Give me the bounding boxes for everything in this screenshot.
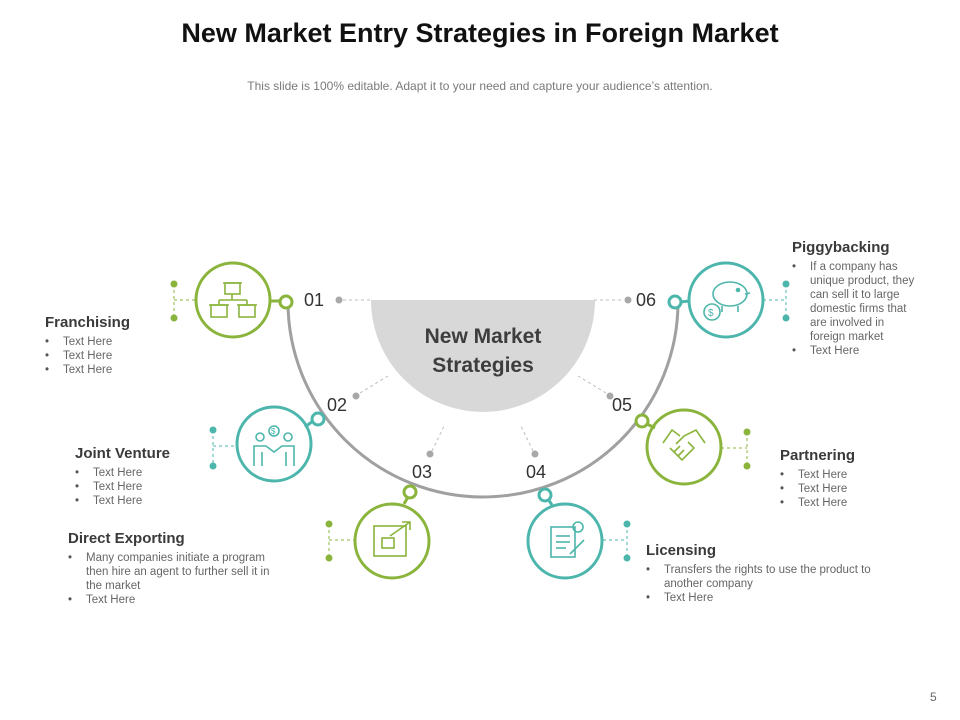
storefront-icon: [209, 282, 257, 318]
bullet-item: Transfers the rights to use the product …: [646, 563, 886, 591]
node-licensing: [526, 487, 631, 580]
number-05: 05: [612, 395, 633, 415]
piggy-bank-icon: $: [703, 281, 751, 321]
bullet-item: Text Here: [75, 466, 225, 480]
block-partnering: Partnering Text Here Text Here Text Here: [780, 447, 930, 510]
block-title: Joint Venture: [75, 445, 171, 462]
number-01: 01: [304, 290, 325, 310]
bullet-item: Text Here: [780, 468, 930, 482]
block-title: Franchising: [45, 314, 131, 331]
bullet-item: Text Here: [646, 591, 886, 605]
block-title: Direct Exporting: [68, 530, 185, 547]
license-document-icon: [550, 521, 585, 558]
bullet-item: If a company has unique product, they ca…: [792, 260, 922, 344]
block-franchising: Franchising Text Here Text Here Text Her…: [45, 314, 195, 377]
page-number: 5: [930, 690, 937, 704]
center-half-circle: [371, 300, 595, 412]
slide-title: New Market Entry Strategies in Foreign M…: [181, 18, 779, 48]
number-04: 04: [526, 462, 547, 482]
number-03: 03: [412, 462, 433, 482]
bullet-item: Text Here: [792, 344, 922, 358]
node-franchising: [170, 261, 294, 339]
block-piggybacking: Piggybacking If a company has unique pro…: [792, 239, 922, 358]
bullet-item: Text Here: [780, 496, 930, 510]
bullet-item: Text Here: [68, 593, 288, 607]
center-label-line1: New Market: [424, 325, 542, 348]
block-direct-exporting: Direct Exporting Many companies initiate…: [68, 530, 288, 607]
handshake-people-icon: $: [253, 425, 295, 466]
block-title: Piggybacking: [792, 239, 890, 256]
bullet-item: Text Here: [45, 349, 195, 363]
bullet-item: Text Here: [45, 335, 195, 349]
center-label: New Market Strategies: [383, 322, 583, 380]
node-piggybacking: $: [667, 261, 790, 339]
block-joint-venture: Joint Venture Text Here Text Here Text H…: [75, 445, 225, 508]
main-arc: [286, 301, 680, 499]
number-02: 02: [327, 395, 348, 415]
svg-text:$: $: [271, 427, 276, 436]
center-connectors: [335, 296, 632, 458]
number-06: 06: [636, 290, 657, 310]
block-title: Partnering: [780, 447, 856, 464]
bullet-item: Text Here: [75, 480, 225, 494]
bullet-item: Text Here: [75, 494, 225, 508]
svg-text:$: $: [708, 308, 714, 319]
center-label-line2: Strategies: [432, 354, 534, 377]
block-licensing: Licensing Transfers the rights to use th…: [646, 542, 886, 605]
bullet-item: Text Here: [45, 363, 195, 377]
block-title: Licensing: [646, 542, 717, 559]
node-joint-venture: $: [209, 405, 326, 483]
node-partnering: [634, 408, 751, 486]
handshake-icon: [662, 428, 706, 462]
slide-subtitle: This slide is 100% editable. Adapt it to…: [247, 79, 713, 93]
node-direct-exporting: [325, 484, 431, 580]
export-box-icon: [373, 521, 411, 557]
bullet-item: Text Here: [780, 482, 930, 496]
bullet-item: Many companies initiate a program then h…: [68, 551, 288, 593]
